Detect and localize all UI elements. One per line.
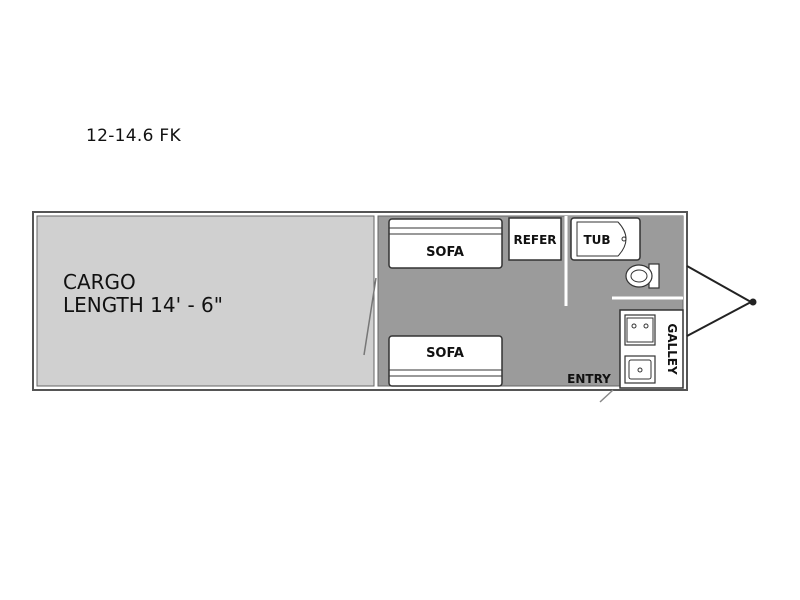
sofa-bottom: [388, 335, 503, 387]
cargo-label-line1: CARGO: [63, 270, 136, 294]
refer-fixture: [508, 217, 562, 261]
refer-label: REFER: [513, 233, 556, 247]
tub-label: TUB: [583, 233, 610, 247]
sofa-top-label: SOFA: [426, 245, 464, 260]
galley-label: GALLEY: [665, 323, 679, 375]
cargo-area: [36, 215, 375, 387]
sink-icon: [624, 355, 656, 384]
cargo-label-line2: LENGTH 14' - 6": [63, 293, 223, 317]
model-title: 12-14.6 FK: [86, 126, 181, 146]
hitch-icon: [686, 265, 757, 337]
sofa-bottom-label: SOFA: [426, 346, 464, 361]
sofa-top: [388, 218, 503, 269]
stove-icon: [624, 314, 656, 346]
ramp-door-line: [363, 277, 377, 356]
entry-door-line: [599, 389, 614, 403]
entry-label: ENTRY: [567, 372, 611, 386]
toilet-icon: [625, 263, 660, 289]
